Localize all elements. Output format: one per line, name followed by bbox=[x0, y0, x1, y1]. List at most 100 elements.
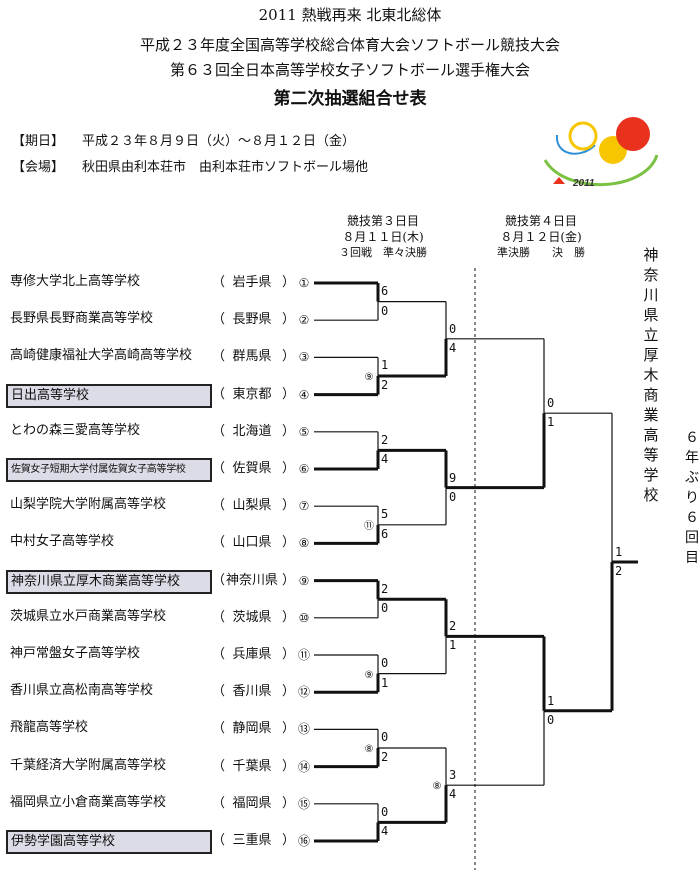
header-event: 2011 熱戦再来 北東北総体 bbox=[258, 6, 442, 24]
score-r2-top: 9 bbox=[449, 470, 457, 485]
team-name: 山梨学院大学附属高等学校 bbox=[10, 497, 167, 513]
team-prefecture: （佐賀県） bbox=[208, 459, 295, 479]
team-prefecture: （三重県） bbox=[208, 831, 295, 851]
pref-name: 岩手県 bbox=[232, 275, 272, 290]
pref-open: （ bbox=[212, 535, 226, 551]
draw-number: ⑫ bbox=[297, 685, 310, 700]
draw-number: ⑧ bbox=[298, 536, 310, 551]
draw-number: ⑭ bbox=[297, 759, 310, 774]
day3-rounds: ３回戦 準々決勝 bbox=[339, 246, 427, 259]
venue-label: 【会場】 bbox=[12, 160, 65, 175]
pref-close: ） bbox=[282, 647, 296, 662]
score-r1-bottom: 0 bbox=[381, 303, 389, 318]
period-row: 【期日】平成２３年８月９日（火）～８月１２日（金） bbox=[12, 130, 355, 149]
pref-name: 千葉県 bbox=[232, 758, 272, 774]
pref-open: （ bbox=[212, 647, 226, 662]
team-prefecture: （ 北海道 ） bbox=[208, 422, 296, 442]
team-name: 神戸常盤女子高等学校 bbox=[10, 646, 141, 661]
score-r1-bottom: 4 bbox=[381, 824, 389, 839]
team-prefecture: （岩手県） bbox=[208, 273, 295, 293]
team-prefecture: （群馬県） bbox=[208, 347, 296, 367]
pref-close: ） bbox=[282, 609, 296, 625]
pref-close: ） bbox=[282, 795, 296, 811]
score-r3-top: 0 bbox=[547, 396, 555, 411]
score-r2-top: 2 bbox=[449, 619, 457, 634]
team-name: 神奈川県立厚木商業高等学校 bbox=[6, 569, 212, 594]
pref-close: ） bbox=[282, 572, 296, 588]
side-note-char: ぶ bbox=[685, 470, 699, 486]
event-logo-icon: 2011 bbox=[543, 117, 659, 189]
draw-number: ② bbox=[298, 313, 310, 328]
period-label: 【期日】 bbox=[12, 134, 65, 149]
side-note-char: ６ bbox=[685, 430, 699, 446]
draw-number: ⑤ bbox=[298, 424, 310, 439]
draw-number: ⑨ bbox=[298, 573, 310, 588]
score-r2-top: 3 bbox=[449, 768, 457, 783]
draw-number: ⑮ bbox=[297, 796, 310, 811]
score-r2-bottom: 1 bbox=[449, 638, 457, 653]
score-r1-top: 2 bbox=[381, 581, 389, 596]
champion-char: 神 bbox=[643, 246, 659, 264]
draw-number: ⑩ bbox=[298, 610, 310, 625]
team-prefecture: （東京都） bbox=[208, 385, 296, 405]
score-r1-bottom: 2 bbox=[381, 378, 389, 392]
champion-char: 業 bbox=[643, 406, 659, 424]
score-r2-bottom: 4 bbox=[449, 787, 457, 802]
header-championship: 第６３回全日本高等学校女子ソフトボール選手権大会 bbox=[169, 61, 530, 79]
champion-name: 神奈川県立厚木商業高等学校 bbox=[640, 245, 662, 505]
score-r2-bottom: 4 bbox=[449, 340, 457, 355]
page-title: 第二次抽選組合せ表 bbox=[273, 89, 427, 109]
score-r1-bottom: 2 bbox=[381, 750, 389, 764]
logo-text: 2011 bbox=[572, 178, 595, 189]
day4-rounds: 準決勝 決 勝 bbox=[497, 246, 585, 259]
team-prefecture: （山梨県） bbox=[208, 496, 296, 516]
team-name: 長野県長野商業高等学校 bbox=[10, 311, 154, 327]
pref-close: ） bbox=[282, 758, 296, 774]
pref-open: （ bbox=[212, 609, 226, 625]
pref-name: 茨城県 bbox=[232, 609, 272, 625]
team-name: 佐賀女子短期大学付属佐賀女子高等学校 bbox=[6, 458, 212, 482]
pref-close: ） bbox=[282, 535, 296, 551]
score-r1-bottom: 1 bbox=[381, 675, 389, 690]
day4-header: 競技第４日目 ８月１２日(金) 準決勝 決 勝 bbox=[476, 213, 606, 261]
team-prefecture: （福岡県） bbox=[208, 794, 296, 814]
pref-open: （ bbox=[212, 461, 226, 476]
score-final-bottom: 2 bbox=[615, 564, 623, 578]
pref-close: ） bbox=[282, 498, 296, 514]
champion-char: 学 bbox=[643, 466, 659, 484]
pref-open: （ bbox=[212, 833, 226, 848]
champion-char: 奈 bbox=[643, 266, 659, 284]
venue-mark: ⑨ bbox=[364, 669, 374, 681]
pref-open: （ bbox=[212, 423, 226, 439]
pref-open: （ bbox=[212, 795, 226, 811]
team-prefecture: （兵庫県） bbox=[208, 645, 296, 665]
team-name: 香川県立高松南高等学校 bbox=[10, 683, 154, 699]
venue-mark: ⑨ bbox=[364, 372, 374, 383]
score-r1-top: 0 bbox=[381, 804, 389, 819]
pref-name: 北海道 bbox=[232, 423, 272, 439]
pref-name: 群馬県 bbox=[232, 349, 272, 365]
champion-char: 木 bbox=[643, 366, 659, 384]
score-r3-bottom: 0 bbox=[547, 712, 555, 727]
pref-close: ） bbox=[282, 423, 296, 439]
venue-mark: ⑧ bbox=[364, 744, 374, 755]
champion-char: 川 bbox=[643, 286, 659, 304]
draw-number: ⑯ bbox=[297, 834, 310, 848]
pref-name: 香川県 bbox=[232, 684, 272, 700]
team-prefecture: （静岡県） bbox=[208, 719, 295, 739]
pref-close: ） bbox=[282, 349, 296, 365]
day4-title: 競技第４日目 bbox=[504, 214, 577, 228]
score-r1-top: 6 bbox=[381, 284, 389, 298]
champion-char: 校 bbox=[643, 486, 659, 504]
draw-number: ① bbox=[298, 276, 310, 290]
pref-open: （ bbox=[212, 721, 226, 737]
pref-name: 静岡県 bbox=[232, 721, 272, 737]
pref-open: （ bbox=[212, 498, 226, 514]
pref-close: ） bbox=[282, 386, 296, 402]
champion-char: 県 bbox=[643, 306, 659, 324]
champion-char: 商 bbox=[643, 386, 659, 404]
score-r1-top: 5 bbox=[381, 507, 389, 522]
venue-mark: ⑪ bbox=[364, 520, 374, 532]
pref-open: （ bbox=[212, 312, 226, 328]
